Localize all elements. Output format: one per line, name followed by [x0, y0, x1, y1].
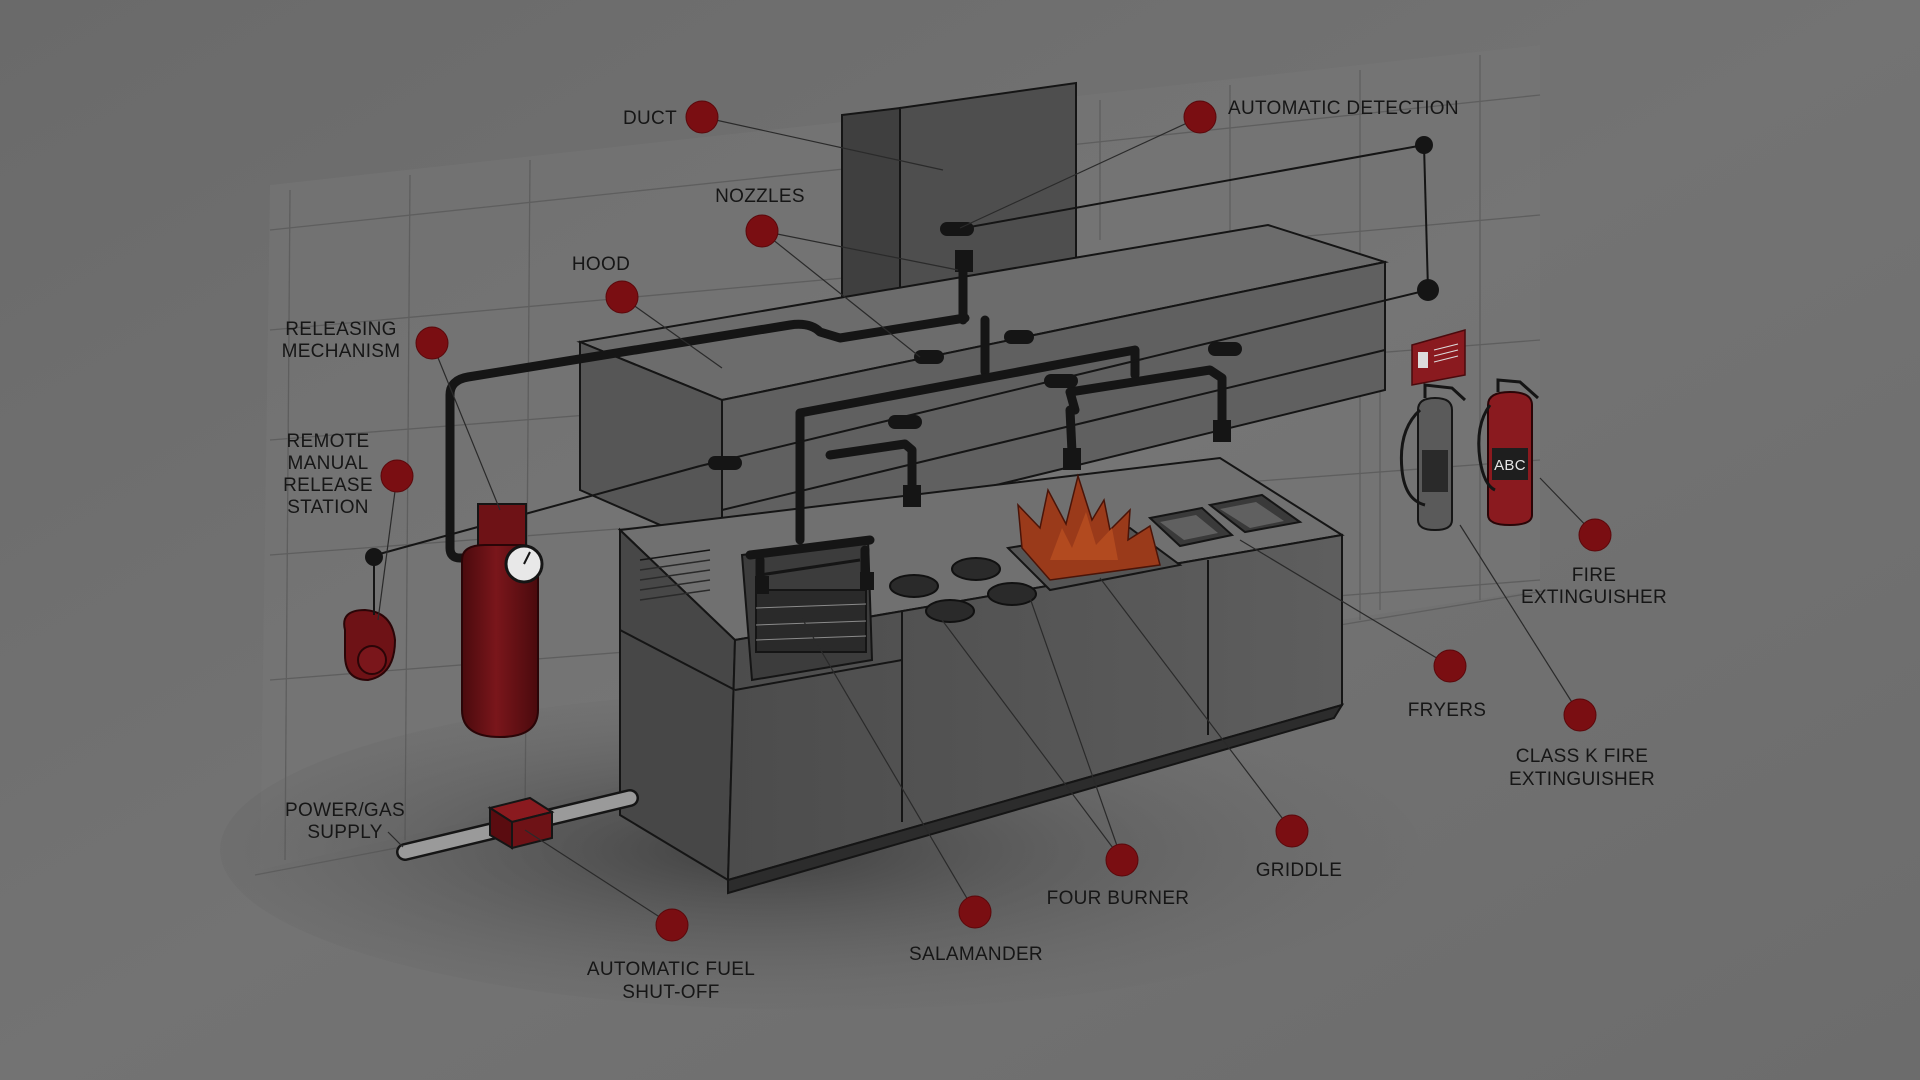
four-burner	[889, 557, 1037, 623]
label-fire-extinguisher-line2: EXTINGUISHER	[1521, 587, 1667, 608]
label-fryers: FRYERS	[1408, 700, 1487, 721]
marker-salamander	[958, 895, 992, 929]
marker-nozzles	[745, 214, 779, 248]
label-remote-line1: REMOTE	[286, 431, 369, 452]
label-class-k-line1: CLASS K FIRE	[1516, 746, 1648, 767]
marker-griddle	[1275, 814, 1309, 848]
label-fuel-shutoff-line1: AUTOMATIC FUEL	[587, 959, 755, 980]
automatic-fuel-shutoff-valve	[487, 796, 555, 850]
remote-manual-release-station	[343, 557, 397, 682]
label-power-gas-line2: SUPPLY	[307, 822, 382, 843]
label-remote-line4: STATION	[287, 497, 369, 518]
marker-class-k-extinguisher	[1563, 698, 1597, 732]
label-releasing-mechanism-line2: MECHANISM	[282, 341, 401, 362]
marker-releasing-mechanism	[415, 326, 449, 360]
extinguisher-abc-text: ABC	[1494, 457, 1526, 474]
marker-hood	[605, 280, 639, 314]
marker-four-burner	[1105, 843, 1139, 877]
abc-extinguisher-icon: ABC	[1477, 378, 1539, 527]
power-gas-supply	[396, 789, 639, 861]
flame	[1017, 473, 1161, 581]
labels: DUCT AUTOMATIC DETECTION NOZZLES HOOD RE…	[282, 98, 1667, 1003]
markers	[380, 100, 1612, 942]
marker-automatic-fuel-shutoff	[655, 908, 689, 942]
label-four-burner: FOUR BURNER	[1047, 888, 1190, 909]
marker-fire-extinguisher	[1578, 518, 1612, 552]
class-k-extinguisher-icon	[1399, 383, 1467, 532]
label-duct: DUCT	[623, 108, 677, 129]
label-fuel-shutoff-line2: SHUT-OFF	[622, 982, 719, 1003]
agent-piping	[445, 255, 1227, 585]
hood	[576, 223, 1389, 554]
marker-duct	[685, 100, 719, 134]
class-k-warning-sign-icon	[1411, 329, 1466, 386]
nozzles	[755, 250, 1231, 594]
label-salamander: SALAMANDER	[909, 944, 1043, 965]
marker-remote-manual-release	[380, 459, 414, 493]
label-remote-line2: MANUAL	[288, 453, 369, 474]
leader-lines	[377, 116, 1596, 926]
label-power-gas-line1: POWER/GAS	[285, 800, 405, 821]
griddle	[1005, 473, 1183, 592]
marker-fryers	[1433, 649, 1467, 683]
label-releasing-mechanism-line1: RELEASING	[285, 319, 396, 340]
fryers	[1147, 493, 1303, 548]
automatic-detection-line	[365, 136, 1439, 566]
releasing-mechanism	[461, 503, 544, 739]
label-automatic-detection: AUTOMATIC DETECTION	[1228, 98, 1459, 119]
label-hood: HOOD	[572, 254, 630, 275]
label-griddle: GRIDDLE	[1256, 860, 1343, 881]
marker-automatic-detection	[1183, 100, 1217, 134]
duct	[841, 81, 1077, 332]
label-fire-extinguisher-line1: FIRE	[1572, 565, 1616, 586]
label-remote-line3: RELEASE	[283, 475, 373, 496]
salamander	[639, 536, 874, 682]
label-nozzles: NOZZLES	[715, 186, 805, 207]
label-class-k-line2: EXTINGUISHER	[1509, 769, 1655, 790]
